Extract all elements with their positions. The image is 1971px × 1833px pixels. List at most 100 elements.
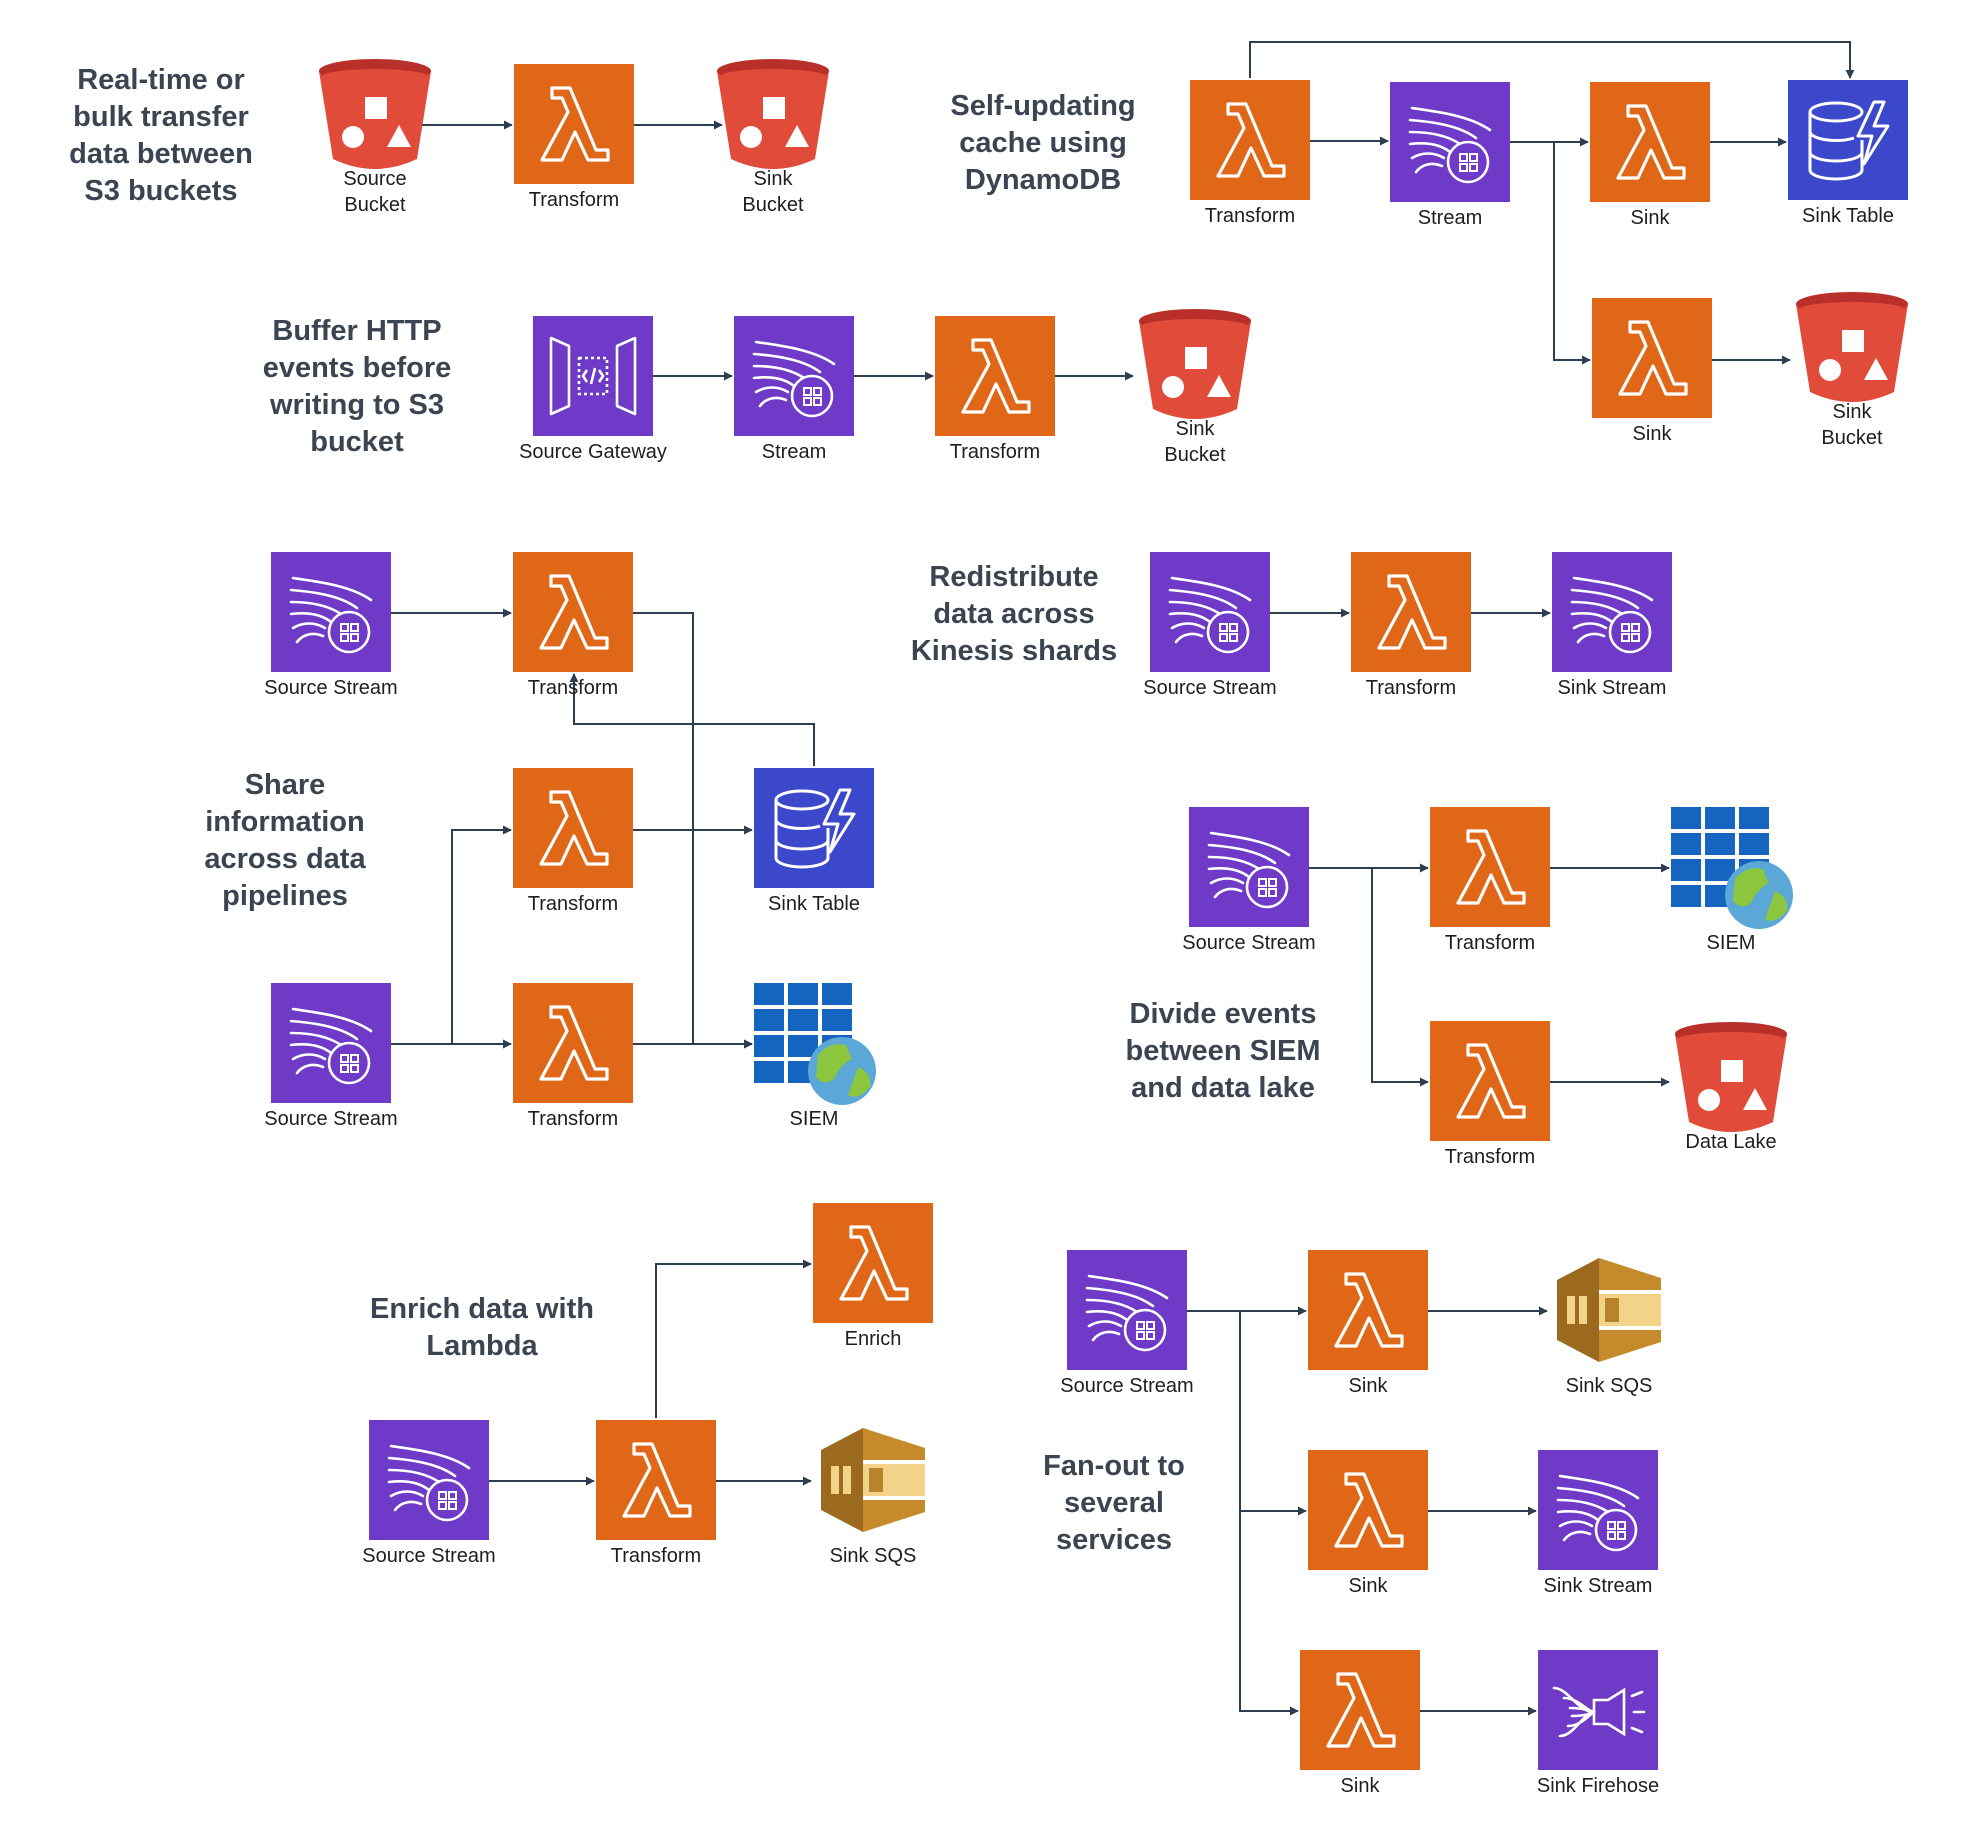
diagram-node: Source Stream [1060, 1250, 1194, 1397]
node-label-line: Sink Table [768, 893, 860, 915]
section-title-line: information [205, 806, 365, 838]
diagram-node: Transform [514, 64, 634, 211]
section-title-line: Kinesis shards [911, 635, 1117, 667]
node-label-line: Source Stream [1182, 932, 1315, 954]
lambda-tile [513, 552, 633, 672]
lambda-tile [1430, 1021, 1550, 1141]
node-label: Source Gateway [519, 441, 667, 463]
s3-bucket-icon [717, 59, 829, 169]
section-title-line: events before [263, 352, 452, 384]
node-label-line: Sink [754, 168, 794, 190]
diagram-node: Transform [513, 768, 633, 915]
node-label: Sink Table [1802, 205, 1894, 227]
diagram-node: Sink [1590, 82, 1710, 229]
node-label: Sink [1349, 1375, 1389, 1397]
lambda-icon [1308, 1450, 1428, 1570]
section-title-line: services [1056, 1524, 1172, 1556]
section-title-line: Fan-out to [1043, 1450, 1185, 1482]
diagram-node: Sink Stream [1552, 552, 1672, 699]
node-label: Transform [1366, 677, 1456, 699]
node-label: Source Stream [1143, 677, 1276, 699]
sqs-queue-icon [1557, 1258, 1661, 1362]
kinesis-stream-icon [1538, 1450, 1658, 1570]
lambda-tile [1308, 1450, 1428, 1570]
node-label-line: Transform [950, 441, 1040, 463]
node-label-line: Sink [1176, 418, 1216, 440]
section-title-line: Redistribute [929, 561, 1098, 593]
diagram-node: Sink Table [754, 768, 874, 915]
node-label: Sink [1349, 1575, 1389, 1597]
section-title-line: writing to S3 [269, 389, 444, 421]
api-gateway-icon [533, 316, 653, 436]
s3-bucket-icon [1139, 309, 1251, 419]
firehose-icon [1538, 1650, 1658, 1770]
node-label-line: Enrich [845, 1328, 902, 1350]
node-label-line: Sink SQS [830, 1545, 917, 1567]
kinesis-stream-icon [1150, 552, 1270, 672]
diagram-node: SIEM [1671, 807, 1793, 954]
diagram-node: Transform [1430, 1021, 1550, 1168]
node-label-line: Sink [1349, 1375, 1389, 1397]
node-label: Transform [529, 189, 619, 211]
node-label: Transform [950, 441, 1040, 463]
lambda-icon [513, 983, 633, 1103]
node-label: Enrich [845, 1328, 902, 1350]
kinesis-stream-icon [271, 552, 391, 672]
diagram-node: Sink Table [1788, 80, 1908, 227]
node-label: Transform [528, 1108, 618, 1130]
diagram-node: Source Stream [1182, 807, 1316, 954]
node-label: Sink [1341, 1775, 1381, 1797]
diagram-node: Transform [935, 316, 1055, 463]
lambda-tile [1300, 1650, 1420, 1770]
lambda-icon [1308, 1250, 1428, 1370]
lambda-icon [1592, 298, 1712, 418]
lambda-icon [514, 64, 634, 184]
node-label-line: Bucket [742, 194, 804, 216]
node-label: Source Stream [1182, 932, 1315, 954]
section-title-line: across data [204, 843, 366, 875]
node-label: Sink SQS [1566, 1375, 1653, 1397]
kinesis-tile [1150, 552, 1270, 672]
kinesis-tile [1390, 82, 1510, 202]
diagram-node: Sink [1300, 1650, 1420, 1797]
section-title-line: S3 buckets [84, 175, 237, 207]
kinesis-tile [1552, 552, 1672, 672]
section-title-line: several [1064, 1487, 1164, 1519]
section-title-line: Buffer HTTP [272, 315, 441, 347]
lambda-icon [1351, 552, 1471, 672]
diagram-node: Enrich [813, 1203, 933, 1350]
flow-arrow [1309, 867, 1429, 1087]
node-label-line: Sink Stream [1544, 1575, 1653, 1597]
section-title-line: DynamoDB [965, 164, 1121, 196]
flow-arrow [1510, 141, 1591, 365]
diagram-node: Source Gateway [519, 316, 667, 463]
diagram-node: Data Lake [1675, 1022, 1787, 1153]
node-label-line: Source Stream [264, 677, 397, 699]
lambda-icon [596, 1420, 716, 1540]
flow-arrow [391, 825, 512, 1045]
bucket-body [1796, 304, 1908, 402]
node-label-line: SIEM [1707, 932, 1756, 954]
dynamodb-icon [754, 768, 874, 888]
node-label-line: Stream [1418, 207, 1482, 229]
node-label-line: Data Lake [1685, 1131, 1776, 1153]
section-title: Buffer HTTP events before writing to S3 buc… [263, 315, 452, 458]
node-label: Transform [528, 893, 618, 915]
node-label: Transform [1205, 205, 1295, 227]
node-label-line: Sink SQS [1566, 1375, 1653, 1397]
diagram-node: Transform [513, 983, 633, 1130]
section-title-line: between SIEM [1126, 1035, 1321, 1067]
flow-arrow [633, 612, 753, 1049]
node-label: Sink Stream [1558, 677, 1667, 699]
section-title-line: bucket [310, 426, 404, 458]
section-title-line: Self-updating [950, 90, 1135, 122]
node-label: Sink SQS [830, 1545, 917, 1567]
